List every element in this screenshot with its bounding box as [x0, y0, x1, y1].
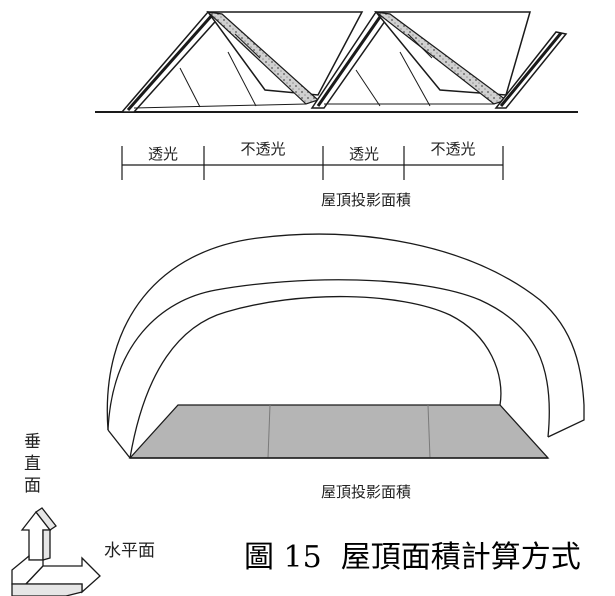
- dome-outer-arc: [106, 233, 585, 431]
- vertical-plane-label-char-2: 直: [24, 454, 41, 474]
- dome-floor-projection: [128, 404, 550, 459]
- dimension-line: [121, 146, 504, 180]
- segment-label-opaque-1: 不透光: [240, 140, 285, 158]
- segment-label-opaque-2: 不透光: [430, 140, 475, 158]
- vertical-plane-label-char-3: 面: [24, 476, 41, 496]
- vertical-plane-label-char-1: 垂: [24, 432, 41, 452]
- projection-label-top: 屋頂投影面積: [321, 191, 411, 209]
- segment-label-transparent-1: 透光: [148, 145, 178, 163]
- projection-label-dome: 屋頂投影面積: [321, 483, 411, 501]
- sawtooth-roof-diagram: 透光 不透光 透光 不透光 屋頂投影面積: [95, 11, 578, 209]
- dome-inner-arc: [107, 279, 550, 438]
- figure-caption: 圖 15 屋頂面積計算方式: [244, 540, 581, 575]
- horizontal-plane-label: 水平面: [104, 541, 155, 561]
- axes-diagram: 垂 直 面 水平面: [11, 432, 155, 596]
- roof-tooth-2: [310, 11, 531, 109]
- roof-tooth-1: [120, 11, 364, 113]
- dome-opening-arc: [129, 295, 502, 459]
- axes-arrow-icon: [11, 507, 101, 596]
- dome-diagram: [106, 233, 585, 459]
- roof-tooth-3-partial: [494, 31, 568, 109]
- segment-label-transparent-2: 透光: [349, 145, 379, 163]
